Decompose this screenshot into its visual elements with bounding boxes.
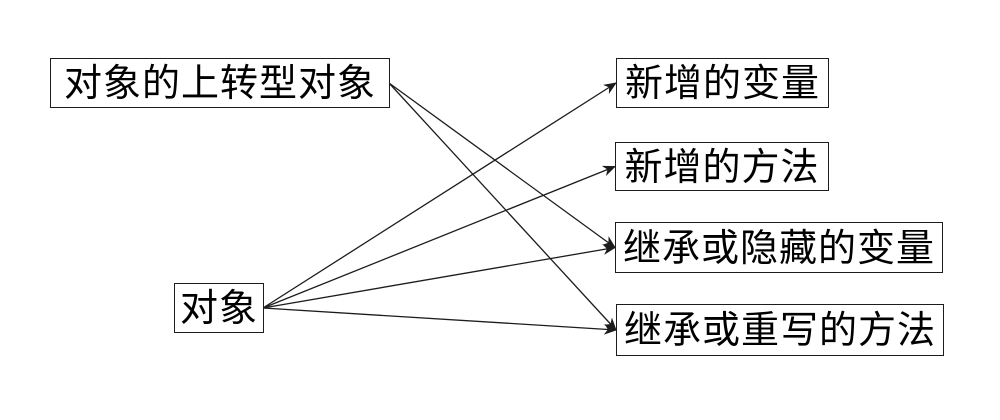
node-upcast-object: 对象的上转型对象 [50,58,390,108]
arrow-upcast-object-to-inherited-hidden-variables [388,82,616,249]
node-inherited-hidden-variables: 继承或隐藏的变量 [615,222,943,273]
arrow-upcast-object-to-inherited-rewritten-methods [388,82,617,331]
node-new-methods: 新增的方法 [615,142,829,191]
arrow-object-to-inherited-rewritten-methods [262,307,618,335]
node-inherited-rewritten-methods: 继承或重写的方法 [616,304,944,356]
node-object: 对象 [174,283,264,333]
arrow-object-to-new-methods [262,165,617,309]
arrow-object-to-new-variables [262,82,617,309]
node-new-variables: 新增的变量 [616,58,829,108]
arrow-object-to-inherited-hidden-variables [262,244,617,309]
